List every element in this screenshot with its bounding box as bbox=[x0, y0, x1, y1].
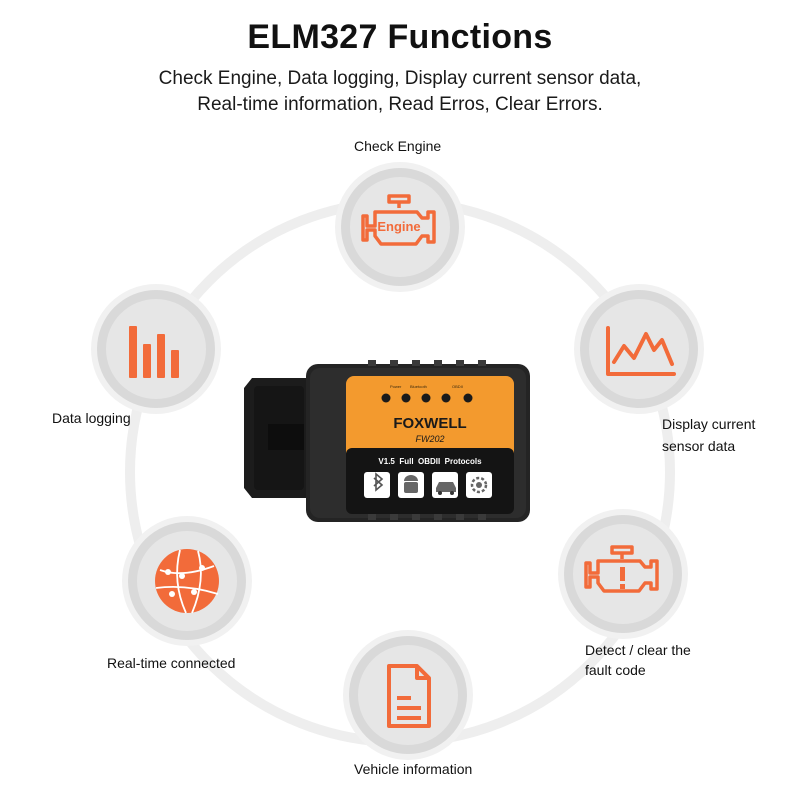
vehicle-info-label: Vehicle information bbox=[354, 761, 473, 777]
fault-code-label-line2: fault code bbox=[585, 662, 646, 678]
device-protocols: V1.5 Full OBDII Protocols bbox=[378, 457, 482, 466]
fault-code-label: Detect / clear the fault code bbox=[585, 640, 691, 680]
engine-icon: Engine bbox=[361, 194, 436, 246]
globe-icon bbox=[155, 549, 219, 614]
led-label-power: Power bbox=[390, 384, 402, 389]
display-sensor-label-line2: sensor data bbox=[662, 438, 736, 454]
led-label-obdii: OBDII bbox=[452, 384, 463, 389]
line-graph-icon bbox=[606, 326, 676, 376]
subtitle-line-1: Check Engine, Data logging, Display curr… bbox=[158, 68, 642, 89]
led-label-bluetooth: Bluetooth bbox=[410, 384, 427, 389]
engine-icon-text: Engine bbox=[377, 219, 420, 234]
display-sensor-label-line1: Display current bbox=[662, 416, 756, 432]
car-icon bbox=[436, 482, 456, 495]
realtime-node bbox=[128, 522, 246, 640]
settings-icon bbox=[470, 476, 488, 494]
data-logging-node bbox=[97, 290, 215, 408]
page-subtitle: Check Engine, Data logging, Display curr… bbox=[0, 66, 800, 118]
vehicle-info-node bbox=[349, 636, 467, 754]
engine-warning-icon bbox=[584, 545, 659, 593]
bar-chart-icon bbox=[129, 326, 179, 378]
data-logging-label: Data logging bbox=[52, 410, 131, 426]
device-brand: FOXWELL bbox=[393, 415, 466, 432]
subtitle-line-2: Real-time information, Read Erros, Clear… bbox=[197, 94, 603, 115]
realtime-label: Real-time connected bbox=[107, 655, 236, 671]
obd-device: Power Bluetooth OBDII FOXWELL FW202 V1.5… bbox=[244, 360, 530, 522]
document-icon bbox=[387, 664, 431, 728]
device-model: FW202 bbox=[415, 434, 444, 444]
page-title: ELM327 Functions bbox=[247, 18, 553, 56]
check-engine-label: Check Engine bbox=[354, 138, 442, 154]
display-sensor-node bbox=[580, 290, 698, 408]
bluetooth-icon bbox=[373, 472, 384, 492]
fault-code-node bbox=[564, 515, 682, 633]
fault-code-label-line1: Detect / clear the bbox=[585, 642, 691, 658]
display-sensor-label: Display current sensor data bbox=[662, 414, 755, 456]
check-engine-node: Engine bbox=[341, 168, 459, 286]
android-icon bbox=[404, 475, 418, 493]
